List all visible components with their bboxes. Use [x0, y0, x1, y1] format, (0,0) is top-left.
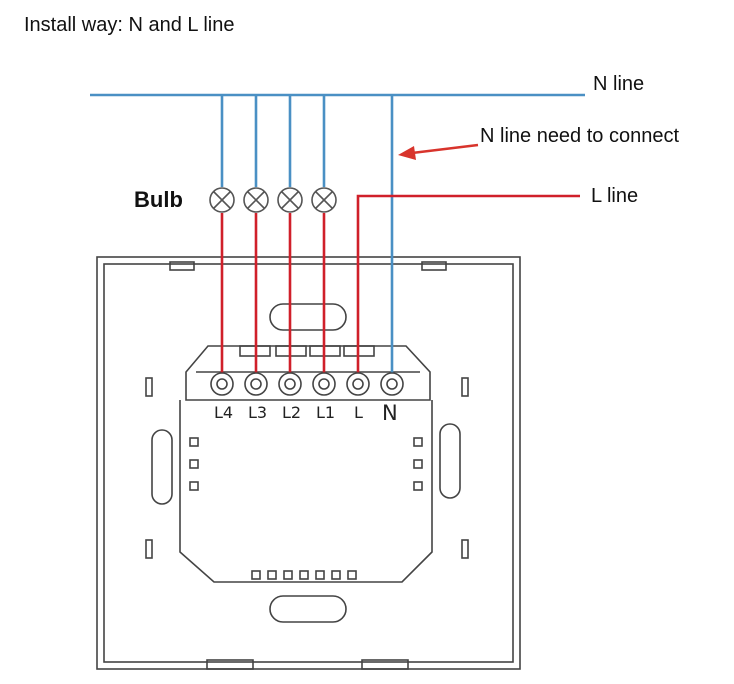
bulb-4 [311, 187, 337, 213]
terminal-screw-l1 [312, 372, 336, 396]
bulb-3 [277, 187, 303, 213]
l-line-wire [356, 194, 580, 382]
terminal-label-l3: L3 [248, 403, 267, 422]
bulb-label: Bulb [134, 187, 183, 212]
live-wiring [220, 194, 580, 382]
terminal-screw-l3 [244, 372, 268, 396]
n-line-label: N line [593, 73, 644, 95]
n-line-note: N line need to connect [480, 125, 679, 147]
neutral-wiring [90, 93, 585, 382]
terminal-label-l2: L2 [282, 403, 301, 422]
terminal-label-l4: L4 [214, 403, 233, 422]
terminal-labels: L4 L3 L2 L1 L N [214, 401, 398, 425]
terminal-screw-l [346, 372, 370, 396]
terminal-screw-l4 [210, 372, 234, 396]
l-line-label: L line [591, 185, 638, 207]
switch-plate [96, 256, 521, 670]
terminal-label-l1: L1 [316, 403, 335, 422]
terminal-screw-n [380, 372, 404, 396]
terminal-label-l: L [354, 403, 363, 422]
bulb-1 [209, 187, 235, 213]
bulbs [209, 187, 337, 213]
diagram-title: Install way: N and L line [24, 14, 234, 36]
terminal-screws [210, 372, 404, 396]
bulb-2 [243, 187, 269, 213]
terminal-label-n: N [382, 401, 398, 425]
terminal-screw-l2 [278, 372, 302, 396]
n-line-arrow [398, 143, 479, 160]
